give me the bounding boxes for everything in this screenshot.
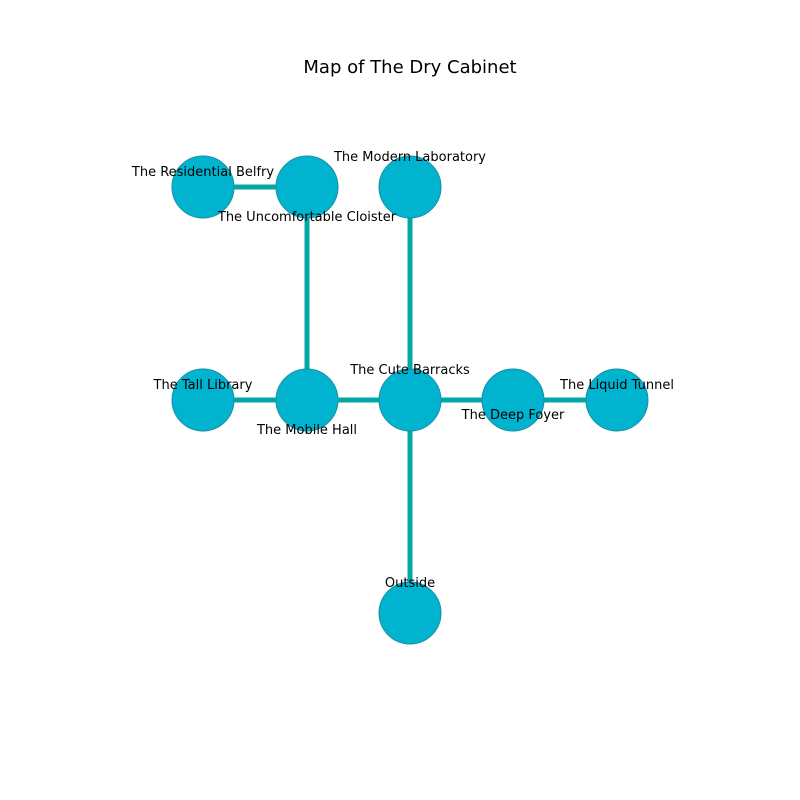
room-label-outside: Outside [385, 576, 435, 591]
room-label-deep-foyer: The Deep Foyer [461, 408, 565, 423]
room-node-cute-barracks[interactable] [378, 368, 442, 432]
room-label-mobile-hall: The Mobile Hall [256, 423, 357, 438]
room-node-residential-belfry[interactable] [171, 155, 235, 219]
room-label-tall-library: The Tall Library [153, 378, 253, 393]
room-node-mobile-hall[interactable] [275, 368, 339, 432]
room-label-uncomfortable-cloister: The Uncomfortable Cloister [217, 210, 397, 225]
room-node-deep-foyer[interactable] [481, 368, 545, 432]
room-node-uncomfortable-cloister[interactable] [275, 155, 339, 219]
rooms-layer [171, 155, 649, 645]
room-node-modern-laboratory[interactable] [378, 155, 442, 219]
room-label-liquid-tunnel: The Liquid Tunnel [559, 378, 674, 393]
map-title: Map of The Dry Cabinet [303, 57, 516, 78]
room-label-modern-laboratory: The Modern Laboratory [333, 150, 486, 165]
room-node-outside[interactable] [378, 581, 442, 645]
room-label-residential-belfry: The Residential Belfry [131, 165, 275, 180]
room-node-tall-library[interactable] [171, 368, 235, 432]
room-label-cute-barracks: The Cute Barracks [349, 363, 470, 378]
room-node-liquid-tunnel[interactable] [585, 368, 649, 432]
